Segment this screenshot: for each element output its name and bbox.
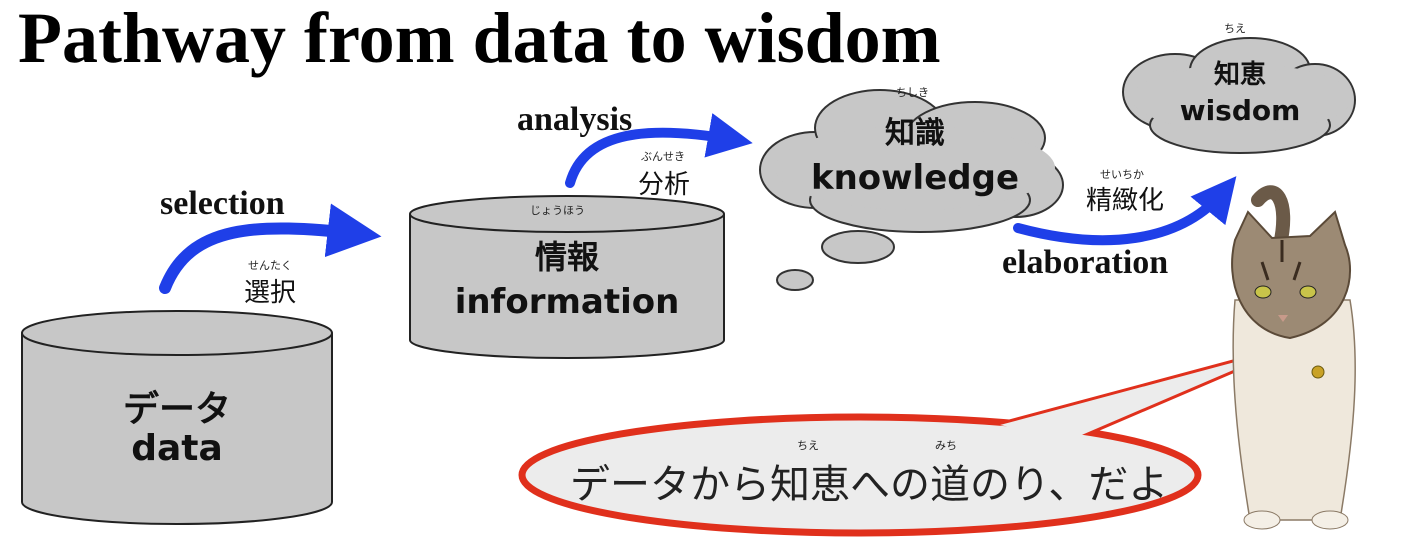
knowledge-node-ja: 知識 [885,116,945,151]
wisdom-ruby: ちえ [1224,22,1246,35]
edge-label-analysis: analysis [517,101,633,138]
edge-label-elaboration: elaboration [1002,244,1169,281]
edge-kanji-selection: 選択 [244,278,297,308]
wisdom-node-ja: 知恵 [1213,60,1266,90]
edge-ruby-selection: せんたく [248,259,292,272]
speech-ruby-michi: みち [935,439,957,452]
cat-photo [1231,185,1356,530]
speech-bubble [518,347,1283,537]
knowledge-node-en: knowledge [810,158,1020,198]
arrow-analysis [565,113,753,188]
data-cylinder [21,310,333,525]
edge-kanji-analysis: 分析 [638,170,691,200]
wisdom-cloud [1122,37,1356,154]
information-node-en: information [454,282,680,322]
information-cylinder [409,195,725,359]
knowledge-cloud [759,89,1064,291]
edge-kanji-elaboration: 精緻化 [1086,186,1165,216]
edge-ruby-analysis: ぶんせき [641,150,685,163]
speech-bubble-text: データから知恵への道のり、だよ [570,462,1169,508]
information-node-ja: 情報 [534,238,599,276]
arrow-elaboration [1013,176,1237,246]
information-ruby: じょうほう [530,204,585,217]
page-title: Pathway from data to wisdom [18,0,941,78]
data-node-en: data [131,428,223,469]
edge-ruby-elaboration: せいちか [1100,168,1144,181]
knowledge-ruby: ちしき [896,86,929,99]
edge-label-selection: selection [160,185,285,222]
wisdom-node-en: wisdom [1179,94,1301,127]
data-node-ja: データ [122,389,231,430]
arrow-selection [159,203,382,294]
speech-ruby-chie: ちえ [797,439,819,452]
